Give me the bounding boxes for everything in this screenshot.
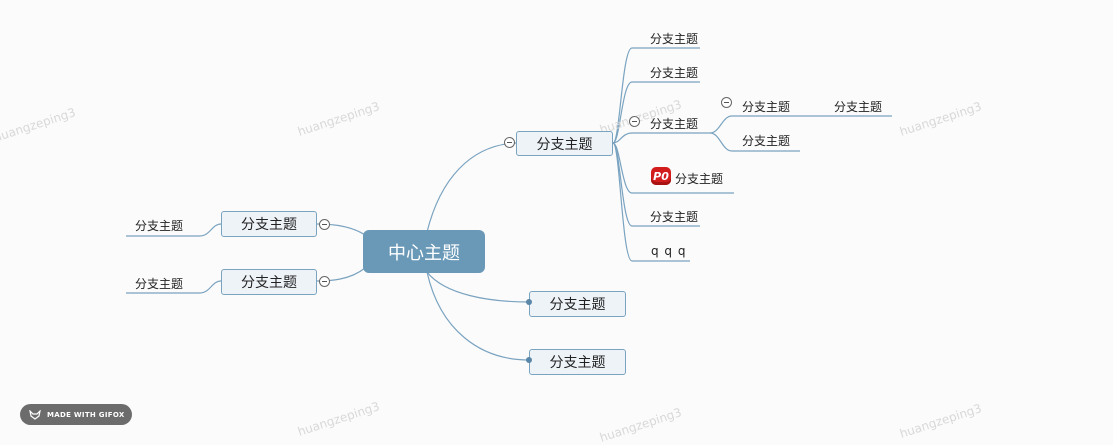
badge-text: MADE WITH GIFOX bbox=[47, 410, 125, 419]
expand-dot-icon[interactable] bbox=[526, 299, 532, 305]
subtopic[interactable]: 分支主题 bbox=[675, 171, 724, 186]
connector bbox=[709, 132, 800, 152]
collapse-icon[interactable] bbox=[504, 137, 515, 148]
subtopic[interactable]: 分支主题 bbox=[135, 218, 184, 233]
subtopic[interactable]: 分支主题 bbox=[650, 65, 699, 80]
fox-icon bbox=[29, 409, 41, 420]
main-topic[interactable]: 分支主题 bbox=[529, 349, 626, 375]
main-topic[interactable]: 分支主题 bbox=[221, 269, 317, 295]
collapse-icon[interactable] bbox=[721, 97, 732, 108]
main-topic[interactable]: 分支主题 bbox=[516, 131, 613, 156]
connector bbox=[426, 271, 530, 303]
connector bbox=[612, 132, 710, 144]
expand-dot-icon[interactable] bbox=[526, 357, 532, 363]
central-topic[interactable]: 中心主题 bbox=[363, 230, 485, 273]
subtopic[interactable]: 分支主题 bbox=[135, 276, 184, 291]
subtopic[interactable]: q q q bbox=[651, 244, 687, 258]
collapse-icon[interactable] bbox=[629, 116, 640, 127]
subtopic[interactable]: 分支主题 bbox=[742, 99, 791, 114]
collapse-icon[interactable] bbox=[319, 276, 330, 287]
priority-p0-icon: P0 bbox=[651, 167, 671, 185]
collapse-icon[interactable] bbox=[319, 219, 330, 230]
subtopic[interactable]: 分支主题 bbox=[834, 99, 883, 114]
subtopic[interactable]: 分支主题 bbox=[650, 31, 699, 46]
subtopic[interactable]: 分支主题 bbox=[650, 209, 699, 224]
subtopic[interactable]: 分支主题 bbox=[742, 133, 791, 148]
connector bbox=[426, 142, 517, 233]
subtopic[interactable]: 分支主题 bbox=[650, 116, 699, 131]
connector bbox=[126, 223, 222, 237]
gifox-badge: MADE WITH GIFOX bbox=[20, 404, 132, 425]
connector bbox=[426, 271, 530, 361]
connector bbox=[126, 280, 222, 294]
connector bbox=[612, 81, 700, 144]
main-topic[interactable]: 分支主题 bbox=[529, 291, 626, 317]
connector bbox=[709, 115, 800, 134]
connector bbox=[612, 142, 690, 262]
main-topic[interactable]: 分支主题 bbox=[221, 211, 317, 237]
